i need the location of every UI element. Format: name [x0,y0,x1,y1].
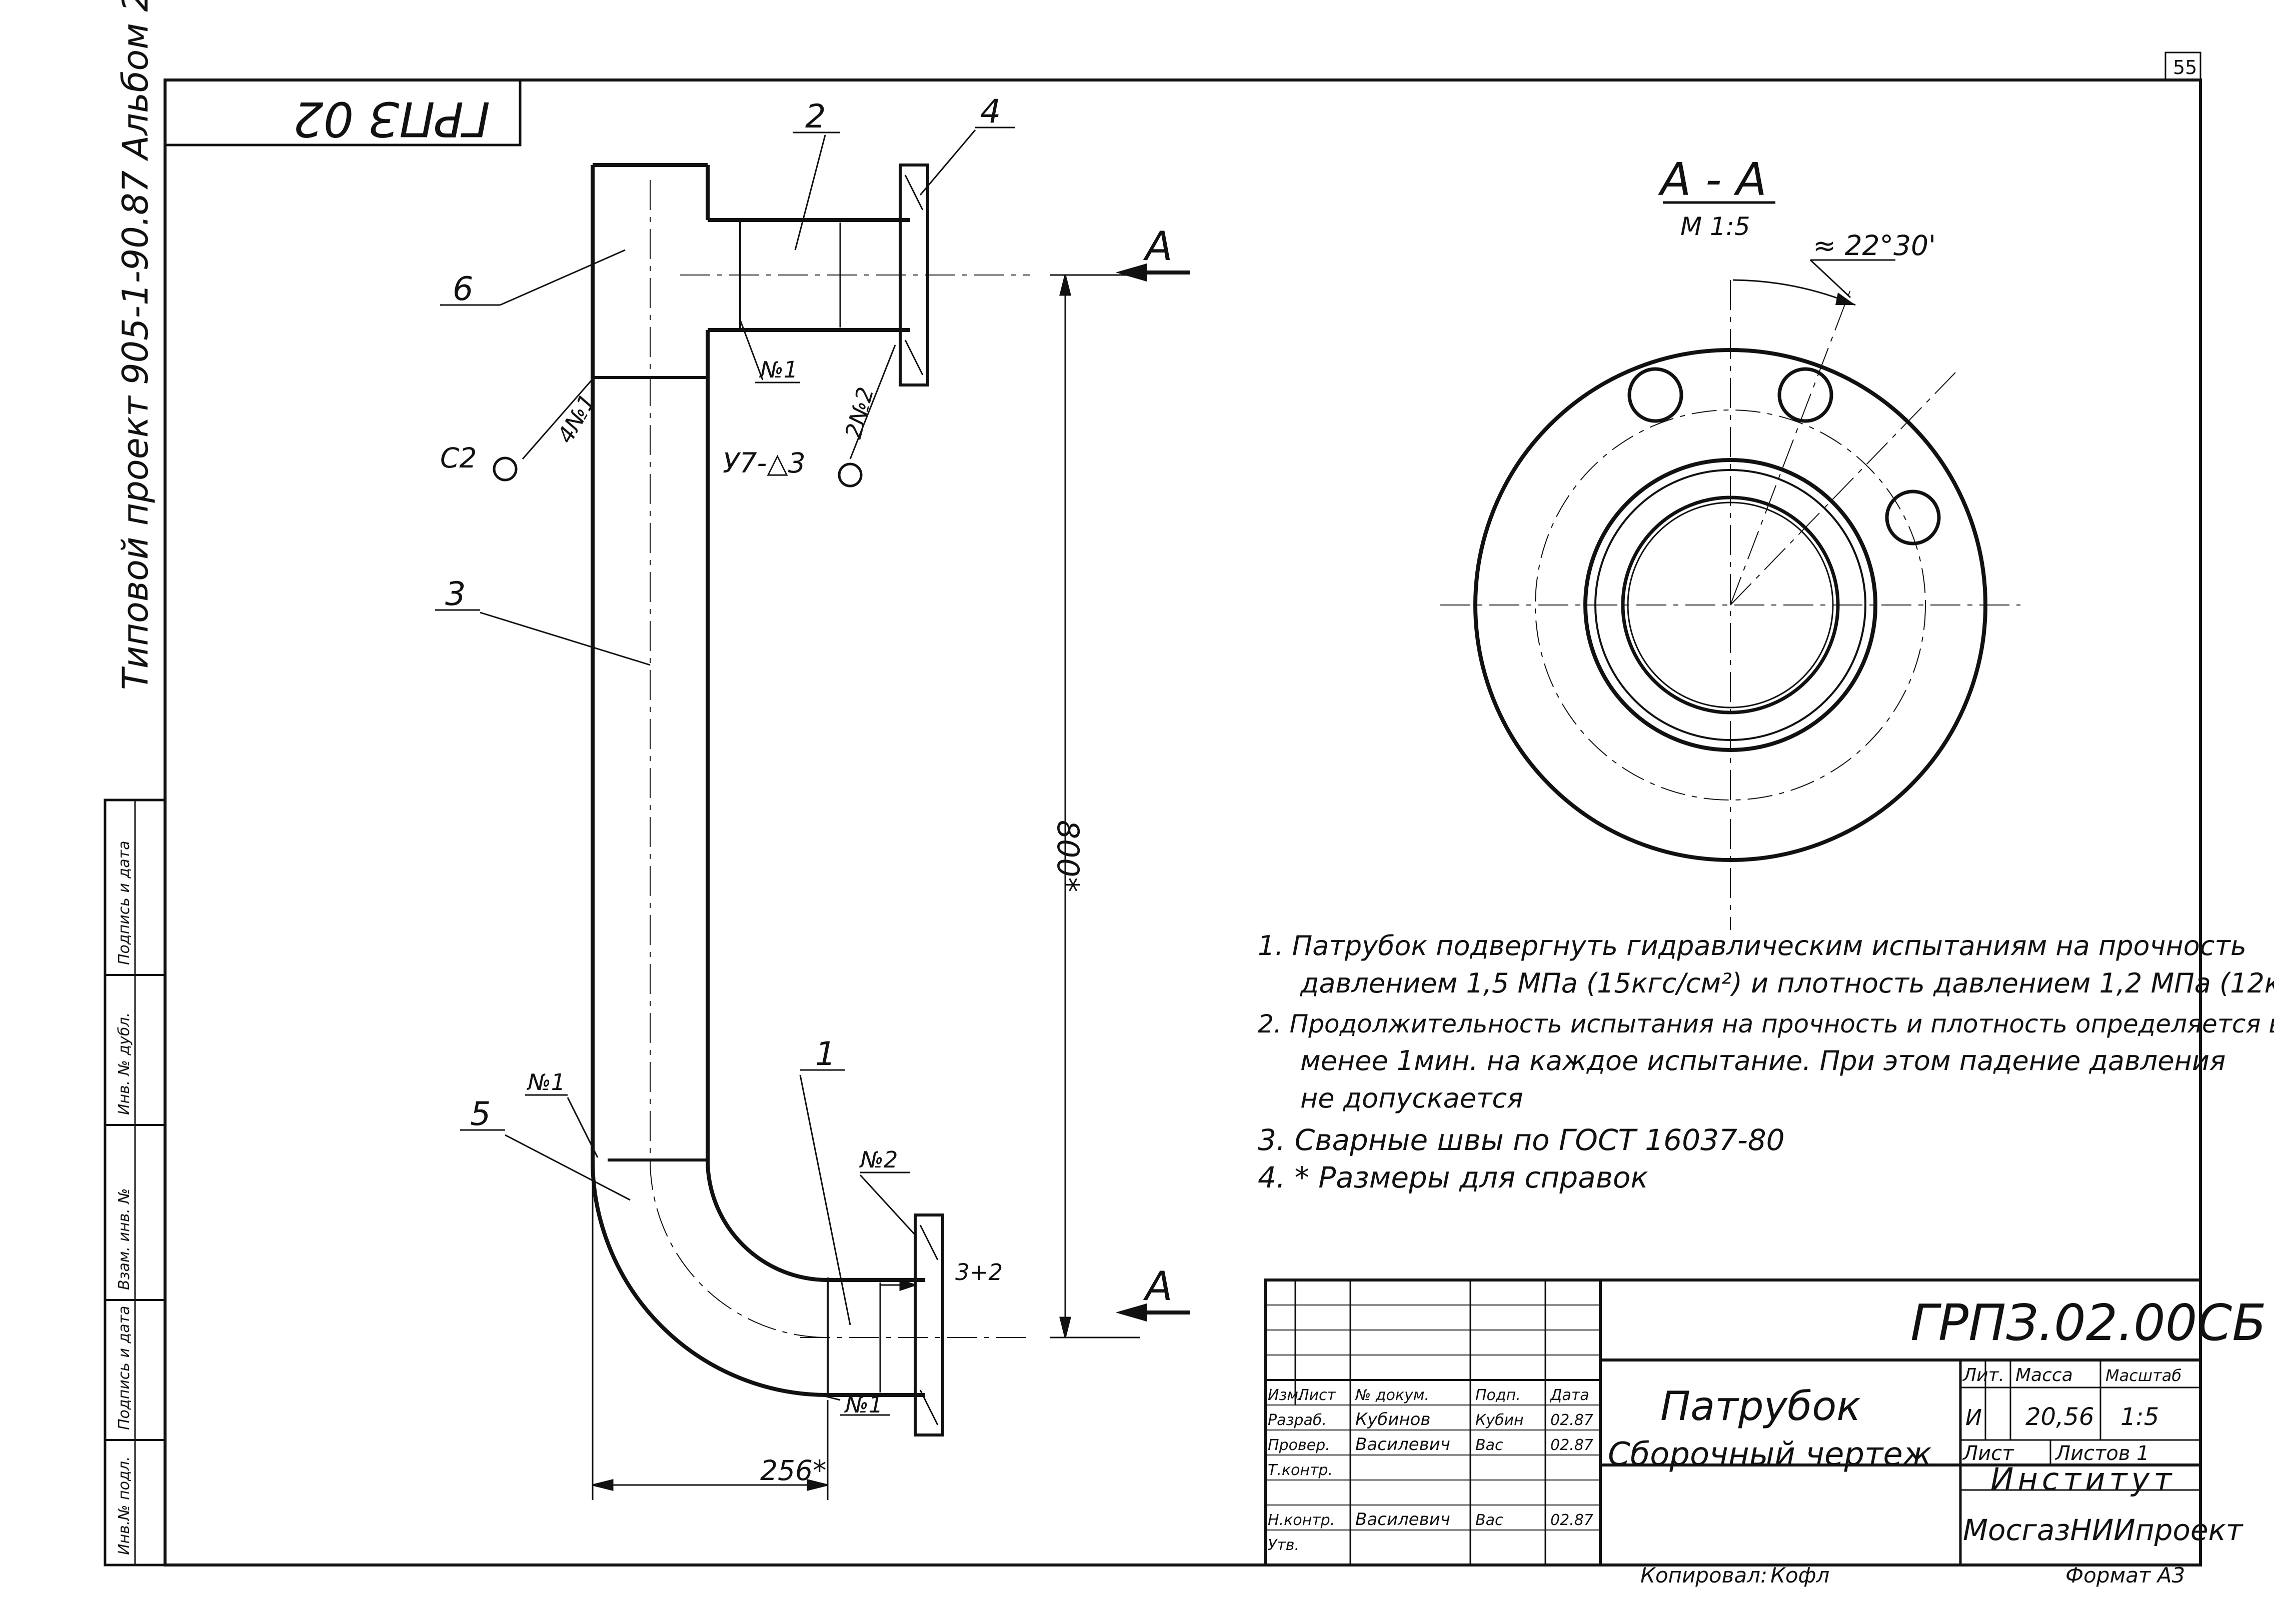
svg-text:20,56: 20,56 [2025,1403,2094,1431]
svg-text:№ докум.: № докум. [1354,1386,1429,1404]
callout-item-3: 3 [445,576,466,613]
svg-text:Кофл: Кофл [1770,1563,1829,1588]
svg-text:Н.контр.: Н.контр. [1268,1512,1335,1529]
svg-text:менее 1мин. на каждое испытани: менее 1мин. на каждое испытание. При это… [1300,1045,2225,1076]
callout-item-4: 4 [980,93,1001,130]
drawing-name-line1: Патрубок [1660,1383,1861,1430]
title-block-text: ГРПЗ.02.00СБ Патрубок Сборочный чертеж И… [1268,1294,2266,1588]
page-number: 55 [2173,56,2197,78]
svg-text:Изм.: Изм. [1268,1386,1303,1404]
svg-text:1:5: 1:5 [2120,1403,2159,1431]
svg-text:не допускается: не допускается [1300,1082,1523,1114]
section-mark-top: А [1143,223,1173,270]
svg-text:Кубинов: Кубинов [1355,1410,1430,1430]
svg-text:Инв.№ подл.: Инв.№ подл. [116,1456,133,1555]
gap-dim: 3+2 [955,1259,1003,1286]
svg-text:Взам. инв. №: Взам. инв. № [116,1188,133,1290]
weld-bottom-inner: №1 [844,1392,883,1418]
pipe-assembly [591,163,1030,1436]
inverted-stamp: ГРПЗ 02 [164,78,522,146]
svg-text:Лит.: Лит. [1962,1365,2004,1386]
svg-text:Утв.: Утв. [1268,1536,1299,1554]
callout-item-2: 2 [805,98,826,136]
section-scale: М 1:5 [1680,212,1750,241]
drawing-name-line2: Сборочный чертеж [1608,1436,1932,1473]
section-mark-bottom: А [1143,1263,1173,1310]
technical-notes: 1. Патрубок подвергнуть гидравлическим и… [1258,930,2274,1194]
svg-text:4. * Размеры для справок: 4. * Размеры для справок [1258,1160,1648,1194]
svg-text:Разраб.: Разраб. [1268,1412,1327,1429]
svg-text:Формат А3: Формат А3 [2065,1563,2185,1588]
svg-text:Копировал:: Копировал: [1640,1563,1767,1588]
org-line1: Институт [1990,1461,2175,1498]
svg-text:И: И [1965,1405,1982,1430]
svg-text:02.87: 02.87 [1550,1412,1593,1429]
dim-height: 800* [1050,820,1085,892]
section-angle: ≈ 22°30' [1813,230,1936,262]
dim-width: 256* [760,1454,826,1486]
drawing-designation: ГРПЗ.02.00СБ [1910,1294,2266,1352]
svg-text:3. Сварные швы по ГОСТ 16037-: 3. Сварные швы по ГОСТ 16037-80 [1258,1123,1785,1157]
callout-item-1: 1 [815,1036,836,1073]
svg-text:Кубин: Кубин [1475,1412,1524,1429]
side-project-label: Типовой проект 905-1-90.87 Альбом 2 [115,0,156,690]
svg-text:02.87: 02.87 [1550,1512,1593,1529]
svg-text:02.87: 02.87 [1550,1436,1593,1454]
svg-text:Листов 1: Листов 1 [2054,1442,2149,1465]
callout-item-6: 6 [453,270,473,308]
title-block [1264,1278,2202,1566]
section-title: А - А [1658,154,1767,206]
svg-text:Василевич: Василевич [1355,1510,1450,1530]
svg-text:Подп.: Подп. [1475,1386,1521,1404]
sheet-frame [104,52,2202,1566]
svg-text:ГРПЗ 02: ГРПЗ 02 [293,91,490,146]
weld-ref-left: С2 [440,442,477,474]
svg-text:Масштаб: Масштаб [2105,1366,2181,1385]
callout-item-5: 5 [470,1096,491,1133]
dimension-lines [592,274,1140,1500]
svg-text:Т.контр.: Т.контр. [1268,1462,1333,1479]
svg-text:Дата: Дата [1549,1386,1589,1404]
section-view [1440,201,2020,930]
svg-text:Вас: Вас [1475,1512,1503,1529]
weld-ref-right: У7-△3 [723,447,806,479]
svg-text:давлением 1,5 МПа (15кгс/см²): давлением 1,5 МПа (15кгс/см²) и плотност… [1300,968,2274,999]
svg-text:Василевич: Василевич [1355,1434,1450,1454]
svg-text:Масса: Масса [2015,1365,2073,1386]
revision-columns: Инв.№ подл. Подпись и дата Взам. инв. № … [116,841,133,1556]
weld-flange-bottom: №2 [859,1146,898,1173]
svg-text:2. Продолжительность испытани: 2. Продолжительность испытания на прочно… [1258,1010,2274,1038]
section-marks [1115,263,1190,1322]
svg-text:Инв. № дубл.: Инв. № дубл. [116,1012,133,1115]
svg-text:Провер.: Провер. [1268,1436,1330,1454]
svg-text:1. Патрубок подвергнуть гидра: 1. Патрубок подвергнуть гидравлическим и… [1258,930,2246,962]
svg-text:Подпись и дата: Подпись и дата [116,1306,133,1430]
svg-text:Подпись и дата: Подпись и дата [116,841,133,966]
weld-top-inner: №1 [759,356,798,383]
svg-text:Лист: Лист [1962,1442,2014,1465]
weld-flange-top: 2№2 [840,384,879,442]
svg-text:Лист: Лист [1297,1386,1337,1404]
weld-reference-circles [493,456,863,488]
weld-elbow: №1 [527,1069,565,1096]
svg-text:Вас: Вас [1475,1436,1503,1454]
leader-lines [435,126,1015,1416]
org-line2: МосгазНИИпроект [1963,1513,2244,1547]
